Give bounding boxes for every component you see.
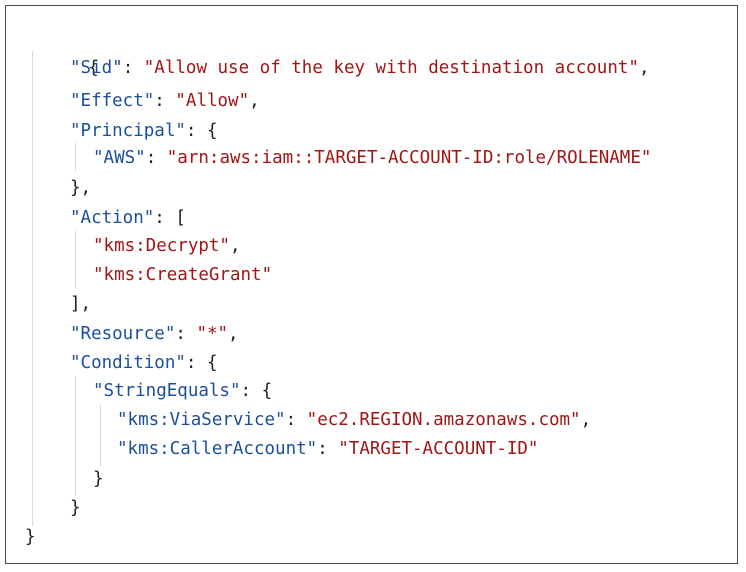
caller-account-value: "TARGET-ACCOUNT-ID" <box>338 439 539 459</box>
effect-key: "Effect" <box>70 91 155 111</box>
action-key: "Action" <box>70 208 155 228</box>
via-service-key: "kms:ViaService" <box>117 410 286 430</box>
code-line-root-close: } <box>25 522 36 552</box>
code-line-caller-account: "kms:CallerAccount": "TARGET-ACCOUNT-ID" <box>117 439 539 459</box>
code-line-sid: "Sid": "Allow use of the key with destin… <box>70 58 650 78</box>
code-line-resource: "Resource": "*", <box>70 324 239 344</box>
code-line-principal: "Principal": { <box>70 121 218 141</box>
code-line-principal-close: }, <box>70 178 92 198</box>
aws-key: "AWS" <box>93 148 146 168</box>
aws-value: "arn:aws:iam::TARGET-ACCOUNT-ID:role/ROL… <box>166 148 652 168</box>
sid-key: "Sid" <box>70 58 123 78</box>
code-line-action: "Action": [ <box>70 208 186 228</box>
resource-value: "*" <box>196 324 229 344</box>
indent-guide-principal <box>75 143 76 171</box>
code-line-string-equals-close: } <box>93 469 104 489</box>
caller-account-key: "kms:CallerAccount" <box>117 439 318 459</box>
code-snippet-frame: { "Sid": "Allow use of the key with dest… <box>5 5 738 564</box>
indent-guide-action <box>75 231 76 289</box>
via-service-value: "ec2.REGION.amazonaws.com" <box>306 410 581 430</box>
root-close-brace: } <box>25 527 36 547</box>
code-line-effect: "Effect": "Allow", <box>70 91 260 111</box>
code-line-aws: "AWS": "arn:aws:iam::TARGET-ACCOUNT-ID:r… <box>93 148 652 168</box>
code-line-action-close: ], <box>70 294 92 314</box>
effect-value: "Allow" <box>175 91 250 111</box>
resource-key: "Resource" <box>70 324 176 344</box>
indent-guide-root <box>32 51 33 526</box>
string-equals-key: "StringEquals" <box>93 381 241 401</box>
code-line-condition: "Condition": { <box>70 353 218 373</box>
indent-guide-string-equals <box>100 404 101 466</box>
root-open-brace: { <box>88 58 99 78</box>
code-line-condition-close: } <box>70 498 81 518</box>
json-code-block: { "Sid": "Allow use of the key with dest… <box>6 6 737 563</box>
action-create-grant: "kms:CreateGrant" <box>93 265 273 285</box>
sid-value: "Allow use of the key with destination a… <box>143 58 639 78</box>
principal-key: "Principal" <box>70 121 186 141</box>
code-line-via-service: "kms:ViaService": "ec2.REGION.amazonaws.… <box>117 410 592 430</box>
action-decrypt: "kms:Decrypt" <box>93 236 230 256</box>
code-line-action-create-grant: "kms:CreateGrant" <box>93 260 272 290</box>
indent-guide-condition <box>75 376 76 496</box>
code-line-action-decrypt: "kms:Decrypt", <box>93 236 241 256</box>
code-line-1: { <box>25 23 99 78</box>
code-line-string-equals: "StringEquals": { <box>93 381 273 401</box>
condition-key: "Condition" <box>70 353 186 373</box>
